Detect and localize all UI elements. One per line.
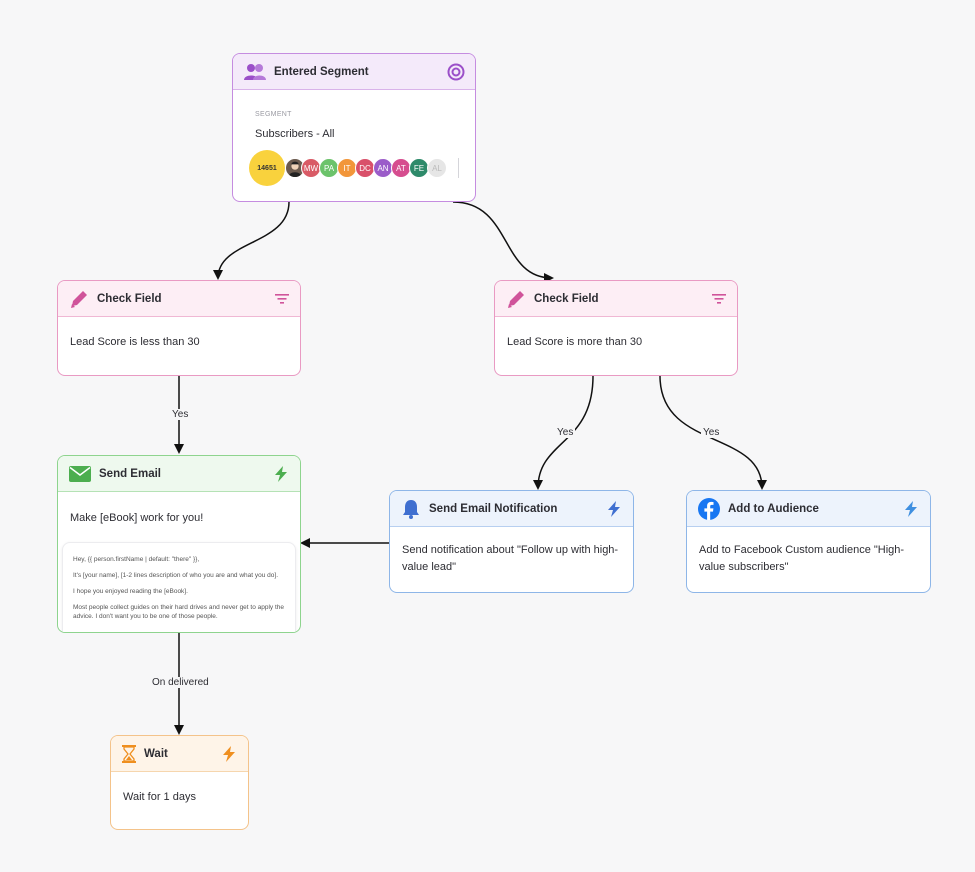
add-audience-header: Add to Audience <box>687 491 930 527</box>
lightning-icon[interactable] <box>902 500 920 518</box>
users-icon <box>244 63 266 81</box>
wait-header: Wait <box>111 736 248 772</box>
avatar: AL <box>427 158 447 178</box>
node-title: Send Email <box>99 467 161 480</box>
pencil-icon <box>69 289 89 309</box>
hourglass-icon <box>122 744 136 763</box>
preview-line: Most people collect guides on their hard… <box>73 604 285 620</box>
avatar <box>285 158 305 178</box>
node-title: Add to Audience <box>728 502 819 515</box>
wait-node[interactable]: Wait Wait for 1 days <box>110 735 249 830</box>
condition-text: Lead Score is less than 30 <box>70 336 200 348</box>
avatar: DC <box>355 158 375 178</box>
preview-line: It's [your name], [1-2 lines description… <box>73 572 279 579</box>
audience-text: Add to Facebook Custom audience "High-va… <box>699 544 905 573</box>
avatar: AN <box>373 158 393 178</box>
edge-label-left-yes: Yes <box>170 409 191 420</box>
envelope-icon <box>69 465 91 482</box>
email-subject: Make [eBook] work for you! <box>70 512 204 524</box>
send-notification-node[interactable]: Send Email Notification Send notificatio… <box>389 490 634 593</box>
lightning-icon[interactable] <box>272 465 290 483</box>
condition-text: Lead Score is more than 30 <box>507 336 643 348</box>
avatar: FE <box>409 158 429 178</box>
preview-line: I hope you enjoyed reading the [eBook]. <box>73 588 188 595</box>
segment-label: SEGMENT <box>255 111 292 118</box>
check-field-right-header: Check Field <box>495 281 737 317</box>
node-title: Check Field <box>534 292 599 305</box>
send-notification-header: Send Email Notification <box>390 491 633 527</box>
filter-icon[interactable] <box>274 292 290 306</box>
notification-text: Send notification about "Follow up with … <box>402 544 619 573</box>
node-title: Check Field <box>97 292 162 305</box>
node-title: Entered Segment <box>274 65 369 78</box>
edge-label-right-yes-2: Yes <box>701 427 722 438</box>
subscriber-count: 14651 <box>249 150 285 186</box>
facebook-icon <box>698 497 720 520</box>
add-audience-node[interactable]: Add to Audience Add to Facebook Custom a… <box>686 490 931 593</box>
send-email-header: Send Email <box>58 456 300 492</box>
pencil-icon <box>506 289 526 309</box>
check-field-left-header: Check Field <box>58 281 300 317</box>
entered-segment-node[interactable]: Entered Segment SEGMENT Subscribers - Al… <box>232 53 476 202</box>
avatar: PA <box>319 158 339 178</box>
send-email-node[interactable]: Send Email Make [eBook] work for you! He… <box>57 455 301 633</box>
edge-label-on-delivered: On delivered <box>150 677 211 688</box>
target-icon[interactable] <box>447 63 465 81</box>
email-preview[interactable]: Hey, {{ person.firstName | default: "the… <box>62 542 296 632</box>
entered-segment-header: Entered Segment <box>233 54 475 90</box>
segment-avatars: 14651 MW PA IT DC AN AT FE AL <box>249 150 459 186</box>
wait-text: Wait for 1 days <box>123 791 196 803</box>
bell-icon <box>401 499 421 519</box>
lightning-icon[interactable] <box>220 745 238 763</box>
edge-segment-to-check-right <box>452 201 554 283</box>
filter-icon[interactable] <box>711 292 727 306</box>
segment-name[interactable]: Subscribers - All <box>255 128 335 140</box>
edge-label-right-yes-1: Yes <box>555 427 576 438</box>
avatar: IT <box>337 158 357 178</box>
edge-segment-to-check-left <box>213 201 290 280</box>
check-field-left-node[interactable]: Check Field Lead Score is less than 30 <box>57 280 301 376</box>
lightning-icon[interactable] <box>605 500 623 518</box>
node-title: Send Email Notification <box>429 502 558 515</box>
node-title: Wait <box>144 747 168 760</box>
avatar: AT <box>391 158 411 178</box>
avatar: MW <box>301 158 321 178</box>
preview-line: Hey, {{ person.firstName | default: "the… <box>73 556 200 563</box>
avatar-divider <box>458 158 459 178</box>
check-field-right-node[interactable]: Check Field Lead Score is more than 30 <box>494 280 738 376</box>
